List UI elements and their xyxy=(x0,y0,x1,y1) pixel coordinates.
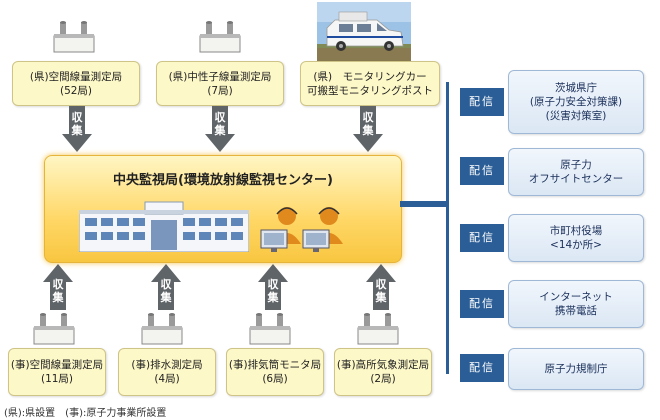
station-count: (4局) xyxy=(154,373,180,385)
bottom-station-wastewater: (事)排水測定局 (4局) xyxy=(118,348,216,396)
factory-icon xyxy=(249,313,291,345)
station-name: (県) モニタリングカー xyxy=(313,70,427,83)
recipient-name: 市町村役場 xyxy=(549,225,603,237)
station-count: (7局) xyxy=(207,84,233,97)
station-name: (事)高所気象測定局 xyxy=(336,359,430,371)
distribution-connector xyxy=(400,201,448,207)
operators-icon xyxy=(260,207,343,252)
recipient-sub: オフサイトセンター xyxy=(528,173,624,185)
factory-icon xyxy=(33,313,75,345)
collect-label: 収集 xyxy=(375,278,387,304)
collect-arrow-down xyxy=(205,106,235,152)
recipient-nra: 原子力規制庁 xyxy=(508,348,644,390)
distribute-label: 配信 xyxy=(460,354,504,382)
collect-label: 収集 xyxy=(160,278,172,304)
recipient-name: 茨城県庁 xyxy=(555,82,597,94)
monitoring-car-photo xyxy=(317,2,411,64)
factory-icon xyxy=(199,21,241,53)
distribute-label: 配信 xyxy=(460,224,504,252)
collect-arrow-down xyxy=(353,106,383,152)
recipient-internet-mobile: インターネット 携帯電話 xyxy=(508,280,644,328)
recipient-sub: <14か所> xyxy=(550,239,602,251)
distribute-label: 配信 xyxy=(460,157,504,185)
factory-icon xyxy=(357,313,399,345)
station-name: (事)空間線量測定局 xyxy=(10,359,104,371)
collect-arrow-down xyxy=(62,106,92,152)
bottom-station-stack-monitor: (事)排気筒モニタ局 (6局) xyxy=(226,348,324,396)
footnote: (県):県設置 (事):原子力事業所設置 xyxy=(4,408,167,419)
station-count: (6局) xyxy=(262,373,288,385)
station-name: (県)空間線量測定局 xyxy=(29,70,123,83)
station-count: (2局) xyxy=(370,373,396,385)
building-icon xyxy=(79,201,249,252)
collect-label: 収集 xyxy=(267,278,279,304)
collect-label: 収集 xyxy=(71,111,83,137)
top-station-neutron: (県)中性子線量測定局 (7局) xyxy=(156,61,284,106)
recipient-offsite-center: 原子力 オフサイトセンター xyxy=(508,148,644,196)
bottom-station-gamma: (事)空間線量測定局 (11局) xyxy=(8,348,106,396)
collect-label: 収集 xyxy=(362,111,374,137)
distribution-trunk xyxy=(446,82,449,374)
collect-label: 収集 xyxy=(214,111,226,137)
recipient-ibaraki-pref: 茨城県庁 (原子力安全対策課) (災害対策室) xyxy=(508,70,644,134)
distribute-label: 配信 xyxy=(460,88,504,116)
top-station-gamma: (県)空間線量測定局 (52局) xyxy=(12,61,140,106)
recipient-name: 原子力 xyxy=(560,159,592,171)
collect-arrow-up xyxy=(258,264,288,310)
top-station-monitoring-car: (県) モニタリングカー 可搬型モニタリングポスト xyxy=(300,61,440,106)
collect-label: 収集 xyxy=(52,278,64,304)
central-title: 中央監視局(環境放射線監視センター) xyxy=(113,173,333,188)
bottom-station-meteorology: (事)高所気象測定局 (2局) xyxy=(334,348,432,396)
central-monitoring-station: 中央監視局(環境放射線監視センター) xyxy=(44,155,402,263)
station-count: (11局) xyxy=(40,373,74,385)
station-count: (52局) xyxy=(59,84,93,97)
recipient-name: 原子力規制庁 xyxy=(544,363,608,375)
recipient-sub: 携帯電話 xyxy=(555,305,597,317)
station-name-2: 可搬型モニタリングポスト xyxy=(307,84,433,97)
recipient-sub: (災害対策室) xyxy=(545,110,607,122)
recipient-sub: (原子力安全対策課) xyxy=(529,96,623,108)
collect-arrow-up xyxy=(366,264,396,310)
station-name: (事)排気筒モニタ局 xyxy=(228,359,322,371)
station-name: (事)排水測定局 xyxy=(131,359,203,371)
station-name: (県)中性子線量測定局 xyxy=(168,70,272,83)
recipient-name: インターネット xyxy=(539,291,613,303)
factory-icon xyxy=(53,21,95,53)
distribute-label: 配信 xyxy=(460,290,504,318)
factory-icon xyxy=(141,313,183,345)
collect-arrow-up xyxy=(43,264,73,310)
recipient-municipal-offices: 市町村役場 <14か所> xyxy=(508,214,644,262)
collect-arrow-up xyxy=(151,264,181,310)
